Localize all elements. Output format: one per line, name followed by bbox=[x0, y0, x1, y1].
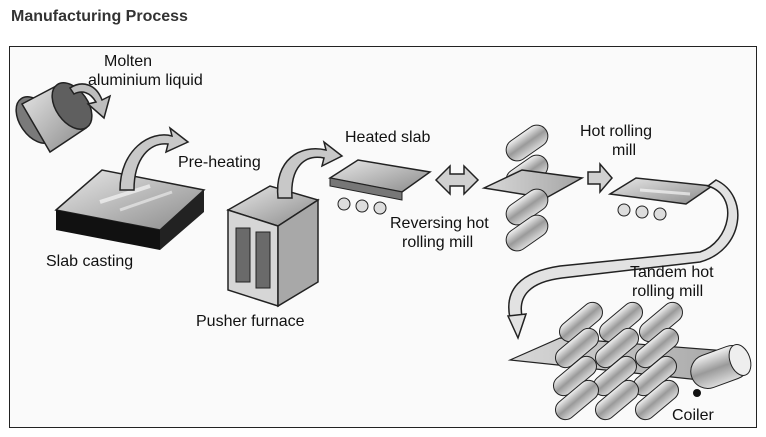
right-arrow-icon bbox=[587, 161, 613, 195]
label-molten: Molten bbox=[104, 53, 152, 70]
label-tandem-hot: Tandem hot bbox=[630, 264, 714, 281]
label-hot-rolling: Hot rolling bbox=[580, 123, 652, 140]
slab-casting-block bbox=[54, 169, 206, 250]
reversing-mill bbox=[481, 124, 585, 252]
label-heated-slab: Heated slab bbox=[345, 129, 430, 146]
ladle-icon bbox=[15, 82, 93, 154]
page-title: Manufacturing Process bbox=[11, 8, 188, 25]
transfer-arrow-icon bbox=[119, 126, 190, 191]
strip-curve bbox=[506, 179, 739, 341]
label-pre-heating: Pre-heating bbox=[178, 154, 261, 171]
label-reversing-hot: Reversing hot bbox=[390, 215, 489, 232]
label-tandem-rolling-mill: rolling mill bbox=[632, 283, 703, 300]
preheat-arrow-icon bbox=[276, 140, 344, 199]
heated-slab bbox=[328, 159, 432, 215]
double-arrow-icon bbox=[434, 164, 480, 196]
pour-arrow-icon bbox=[68, 83, 112, 120]
tandem-mill bbox=[507, 301, 742, 421]
label-pusher-furnace: Pusher furnace bbox=[196, 313, 305, 330]
label-aluminium-liquid: aluminium liquid bbox=[88, 72, 203, 89]
label-slab-casting: Slab casting bbox=[46, 253, 133, 270]
label-hot-rolling-mill: mill bbox=[612, 142, 636, 159]
hot-rolling-mill bbox=[607, 177, 715, 221]
pusher-furnace bbox=[226, 185, 320, 308]
label-coiler: Coiler bbox=[672, 407, 714, 424]
label-reversing-rolling-mill: rolling mill bbox=[402, 234, 473, 251]
coiler-icon bbox=[690, 344, 752, 397]
